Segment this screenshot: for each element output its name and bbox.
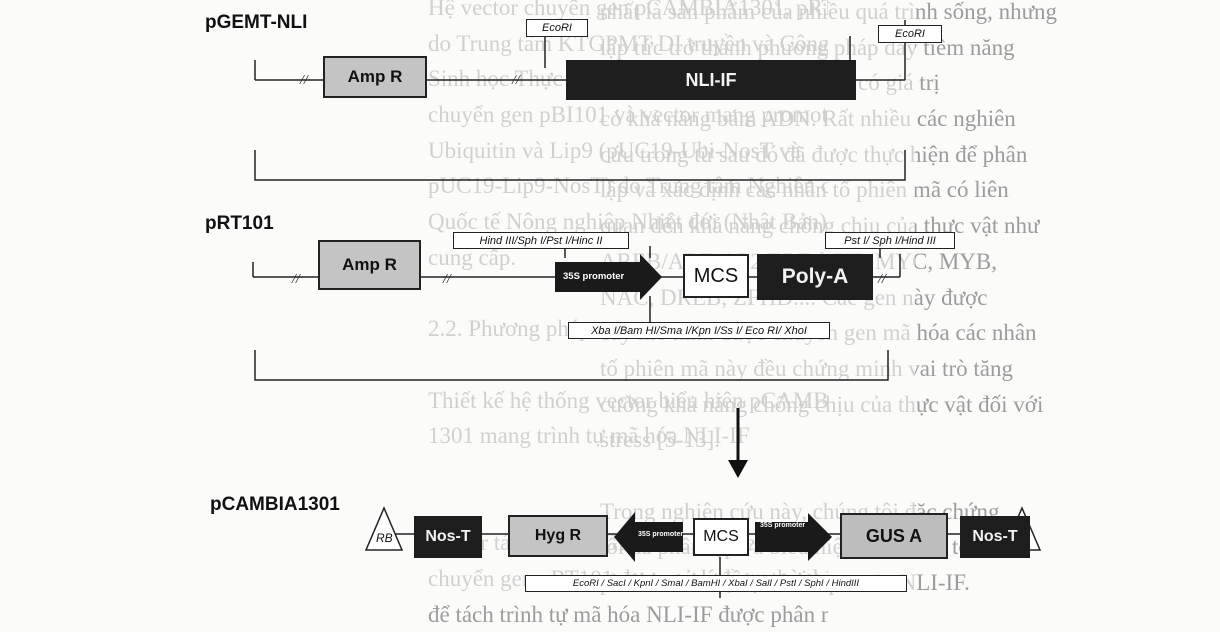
svg-text://: // — [291, 272, 301, 287]
prt-35s-promoter-arrow — [555, 254, 662, 300]
svg-text://: // — [511, 73, 521, 88]
rb-label: RB — [376, 531, 393, 545]
svg-text://: // — [299, 73, 309, 88]
prt101-site-left: Hind III/Sph I/Pst I/Hinc II — [453, 232, 629, 249]
pcambia-promoter-right-label: 35S promoter — [760, 522, 806, 529]
pcambia-mcs-box: MCS — [693, 518, 749, 556]
ecori-site-left: EcoRI — [526, 19, 588, 37]
pcambia-35s-promoter-left-arrow — [614, 512, 683, 562]
prt101-site-right: Pst I/ Sph I/Hind III — [825, 232, 955, 249]
prt101-site-bottom: Xba I/Bam HI/Sma I/Kpn I/Ss I/ Eco RI/ X… — [568, 322, 830, 339]
rb-triangle — [364, 506, 404, 551]
prt101-mcs-box: MCS — [683, 254, 749, 298]
background-text-line: để tách trình tự mã hóa NLI-IF được phân… — [428, 601, 828, 627]
pgemt-title: pGEMT-NLI — [205, 12, 308, 33]
ecori-site-right: EcoRI — [878, 25, 942, 43]
gus-a-box: GUS A — [840, 513, 948, 559]
pcambia-promoter-left-label: 35S promoter — [638, 531, 684, 538]
poly-a-box: Poly-A — [757, 254, 873, 300]
hyg-r-box: Hyg R — [508, 515, 608, 557]
prt101-promoter-label: 35S promoter — [563, 271, 625, 282]
nos-t-left-box: Nos-T — [414, 516, 482, 558]
pgemt-amp-r-box: Amp R — [323, 56, 427, 98]
pcambia-title: pCAMBIA1301 — [210, 494, 340, 515]
nli-if-insert: NLI-IF — [566, 60, 856, 100]
svg-text://: // — [877, 272, 887, 287]
prt101-title: pRT101 — [205, 213, 274, 234]
prt101-amp-r-box: Amp R — [318, 240, 421, 290]
svg-text://: // — [442, 272, 452, 287]
down-arrow-head — [728, 460, 748, 478]
pcambia-site-bottom: EcoRI / SacI / KpnI / SmaI / BamHI / Xba… — [525, 575, 907, 592]
nos-t-right-box: Nos-T — [960, 516, 1030, 558]
pcambia-35s-promoter-right-arrow — [755, 513, 832, 561]
